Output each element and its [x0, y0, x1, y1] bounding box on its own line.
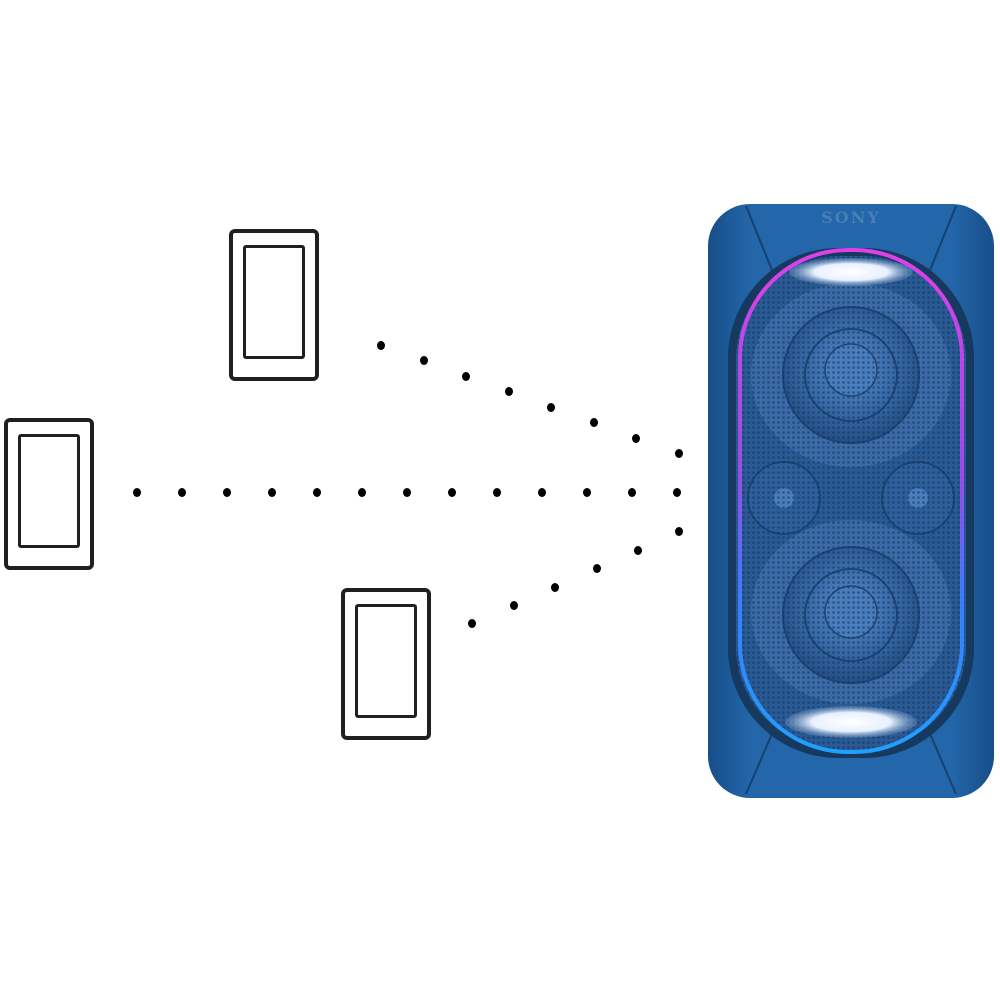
- smartphone-icon: [229, 229, 319, 381]
- connection-dot: [675, 449, 683, 458]
- speaker-graphic: [708, 204, 994, 798]
- connection-dot: [634, 546, 642, 555]
- connection-dot: [313, 488, 321, 497]
- connection-dot: [673, 488, 681, 497]
- connection-dot: [590, 418, 598, 427]
- connection-dot: [505, 387, 513, 396]
- smartphone-icon: [341, 588, 431, 740]
- connection-dot: [358, 488, 366, 497]
- speaker-illustration: SONY: [706, 200, 996, 800]
- connection-dot: [268, 488, 276, 497]
- connection-dot: [223, 488, 231, 497]
- connection-dot: [493, 488, 501, 497]
- connection-dot: [551, 583, 559, 592]
- phone-screen: [18, 434, 80, 548]
- connection-dot: [628, 488, 636, 497]
- phone-screen: [355, 604, 417, 718]
- connection-dot: [583, 488, 591, 497]
- connection-dot: [178, 488, 186, 497]
- connection-dot: [462, 372, 470, 381]
- connection-dot: [632, 434, 640, 443]
- smartphone-icon: [4, 418, 94, 570]
- connection-dot: [468, 619, 476, 628]
- connection-dot: [448, 488, 456, 497]
- brand-logo: SONY: [821, 208, 881, 227]
- connection-dot: [133, 488, 141, 497]
- connection-dot: [547, 403, 555, 412]
- connection-dot: [403, 488, 411, 497]
- connection-dot: [675, 527, 683, 536]
- phone-screen: [243, 245, 305, 359]
- connection-dot: [420, 356, 428, 365]
- connection-dot: [538, 488, 546, 497]
- connection-dot: [510, 601, 518, 610]
- connection-dot: [377, 341, 385, 350]
- connection-dot: [593, 564, 601, 573]
